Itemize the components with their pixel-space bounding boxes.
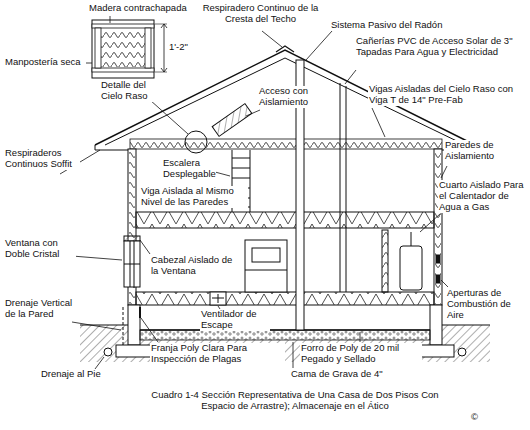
callout-label: Franja Poly Clara Para Inspección de Pla… [150, 343, 285, 365]
callout-label: Viga Aislada al Mismo Nivel de las Pared… [140, 186, 248, 208]
appliance [245, 240, 287, 292]
callout-label: 1'-2" [168, 42, 198, 53]
water-heater-room [382, 230, 440, 292]
callout-label: Cabezal Aislado de la Ventana [150, 255, 238, 277]
callout-label: Respiraderos Continuos Soffit [4, 148, 80, 170]
walls [128, 149, 442, 305]
detail-circle [185, 131, 207, 153]
ceiling-insulation [130, 139, 442, 149]
callout-label: Madera contrachapada [88, 3, 208, 14]
callout-label: Cama de Grava de 4" [290, 369, 410, 380]
callout-label: Cañerías PVC de Acceso Solar de 3" Tapad… [355, 36, 527, 58]
callout-label: Drenaje Vertical de la Pared [4, 298, 82, 320]
soil [80, 325, 490, 362]
callout-label: Acceso con Aislamiento [258, 86, 318, 108]
callout-label: © [470, 412, 484, 423]
callout-label: Aperturas de Combustión de Aire [446, 288, 528, 321]
pvc-pipes [340, 83, 346, 292]
callout-label: Sistema Pasivo del Radón [330, 20, 460, 31]
leader-lines [60, 16, 448, 369]
callout-label: Drenaje al Pie [40, 369, 118, 380]
callout-label: Forro de Poly de 20 mil Pegado y Sellado [300, 343, 422, 365]
callout-label: Vigas Aisladas del Cielo Raso con Viga T… [368, 84, 528, 106]
callout-label: Manpostería seca [4, 57, 86, 68]
callout-label: Detalle del Cielo Raso [100, 80, 162, 102]
callout-label: Ventilador de Escape [200, 309, 270, 331]
ceiling-detail-inset [92, 20, 167, 78]
second-floor-joist [136, 212, 434, 228]
callout-label: Cuarto Aislado Para el Calentador de Agu… [438, 180, 528, 213]
first-floor-joist [136, 292, 434, 305]
window [124, 236, 140, 287]
gravel-bed [140, 330, 430, 340]
attic-access [212, 104, 252, 137]
figure-caption: Cuadro 1-4 Sección Representativa de Una… [140, 390, 450, 412]
callout-label: Paredes de Aislamiento [444, 140, 528, 162]
poly-liner [140, 329, 430, 331]
callout-label: Ventana con Doble Cristal [4, 238, 76, 260]
callout-label: Escalera Desplegable [162, 158, 216, 180]
callout-label: Respiradero Continuo de la Cresta del Te… [198, 3, 323, 25]
exhaust-fan [210, 292, 226, 305]
pest-strip [139, 307, 141, 318]
